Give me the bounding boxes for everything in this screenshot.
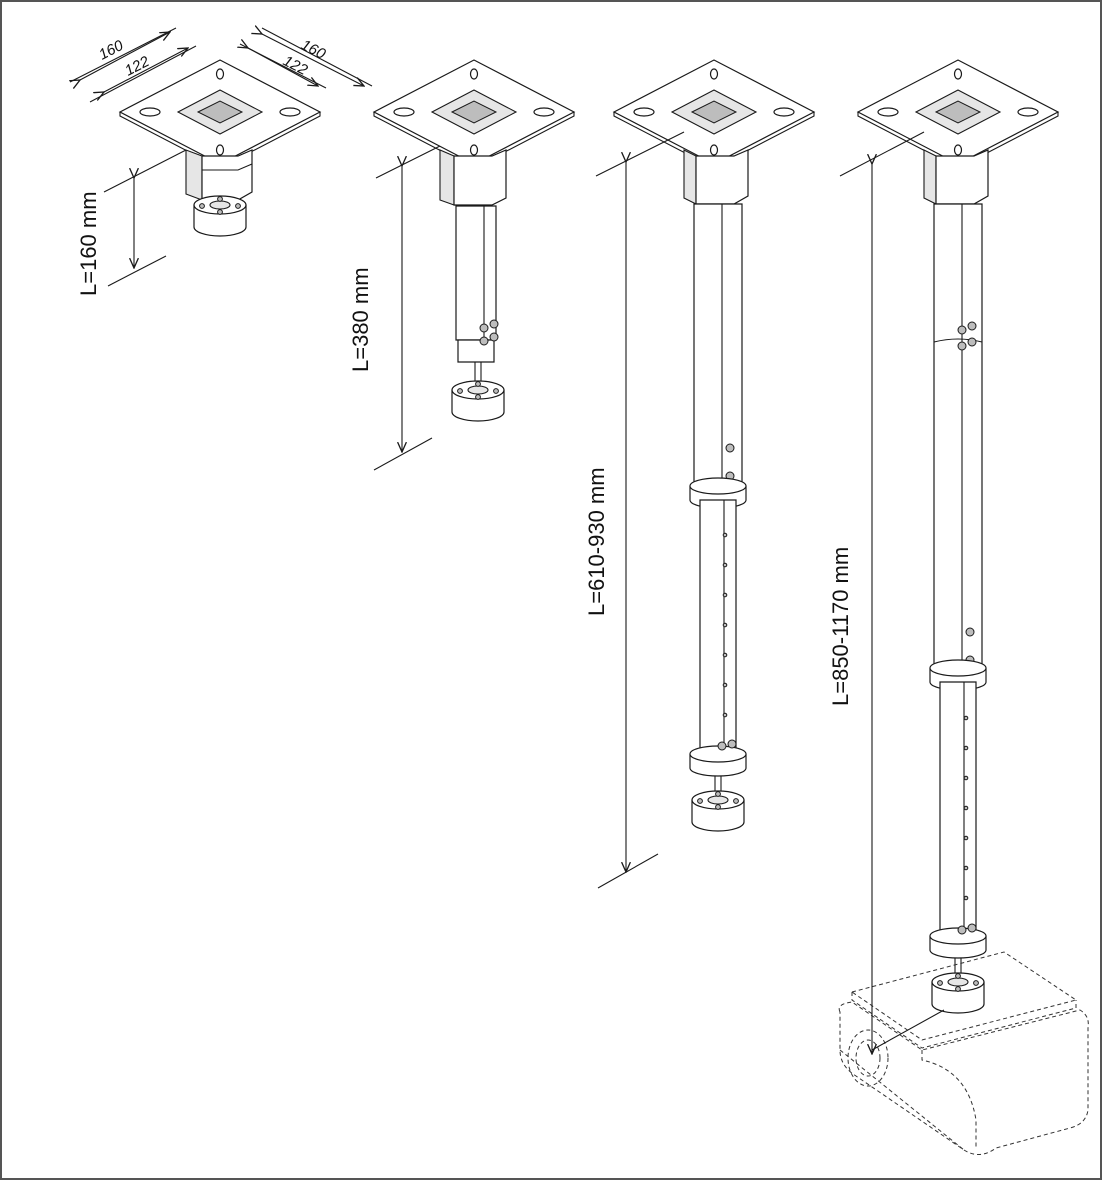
ceiling-plate bbox=[373, 59, 575, 169]
length-label: L=610-930 mm bbox=[584, 467, 609, 616]
clamp-collar bbox=[929, 927, 987, 959]
dim-outer-left: 160 bbox=[96, 37, 127, 64]
mount-variant-160: 160 122 160 122 L=160 mm bbox=[70, 28, 373, 296]
ceiling-plate bbox=[857, 59, 1059, 169]
mount-flange bbox=[691, 790, 745, 832]
lower-tube bbox=[699, 499, 737, 753]
plate-stem bbox=[185, 149, 203, 201]
length-dimension: L=610-930 mm bbox=[584, 131, 685, 889]
upper-tube bbox=[933, 203, 983, 665]
length-dimension: L=850-1170 mm bbox=[828, 131, 925, 1054]
dim-inner-left: 122 bbox=[122, 53, 153, 80]
upper-tube bbox=[693, 203, 743, 485]
mount-variant-850-1170: L=850-1170 mm bbox=[828, 59, 1089, 1155]
mount-variant-610-930: L=610-930 mm bbox=[584, 59, 815, 889]
mount-flange bbox=[193, 195, 247, 237]
clamp-collar bbox=[689, 745, 747, 777]
length-label: L=850-1170 mm bbox=[828, 547, 853, 706]
plate-stem bbox=[923, 149, 937, 205]
mount-variant-380: L=380 mm bbox=[348, 59, 575, 471]
plate-stem bbox=[683, 149, 697, 205]
length-label: L=160 mm bbox=[76, 191, 101, 296]
length-label: L=380 mm bbox=[348, 267, 373, 372]
plate-stem bbox=[439, 149, 455, 206]
lower-tube bbox=[939, 681, 977, 935]
extension-tube bbox=[455, 205, 497, 341]
mount-flange bbox=[931, 972, 985, 1014]
ceiling-plate bbox=[119, 59, 321, 169]
length-dimension: L=160 mm bbox=[76, 149, 187, 296]
length-dimension: L=380 mm bbox=[348, 145, 441, 471]
mount-flange bbox=[451, 380, 505, 422]
